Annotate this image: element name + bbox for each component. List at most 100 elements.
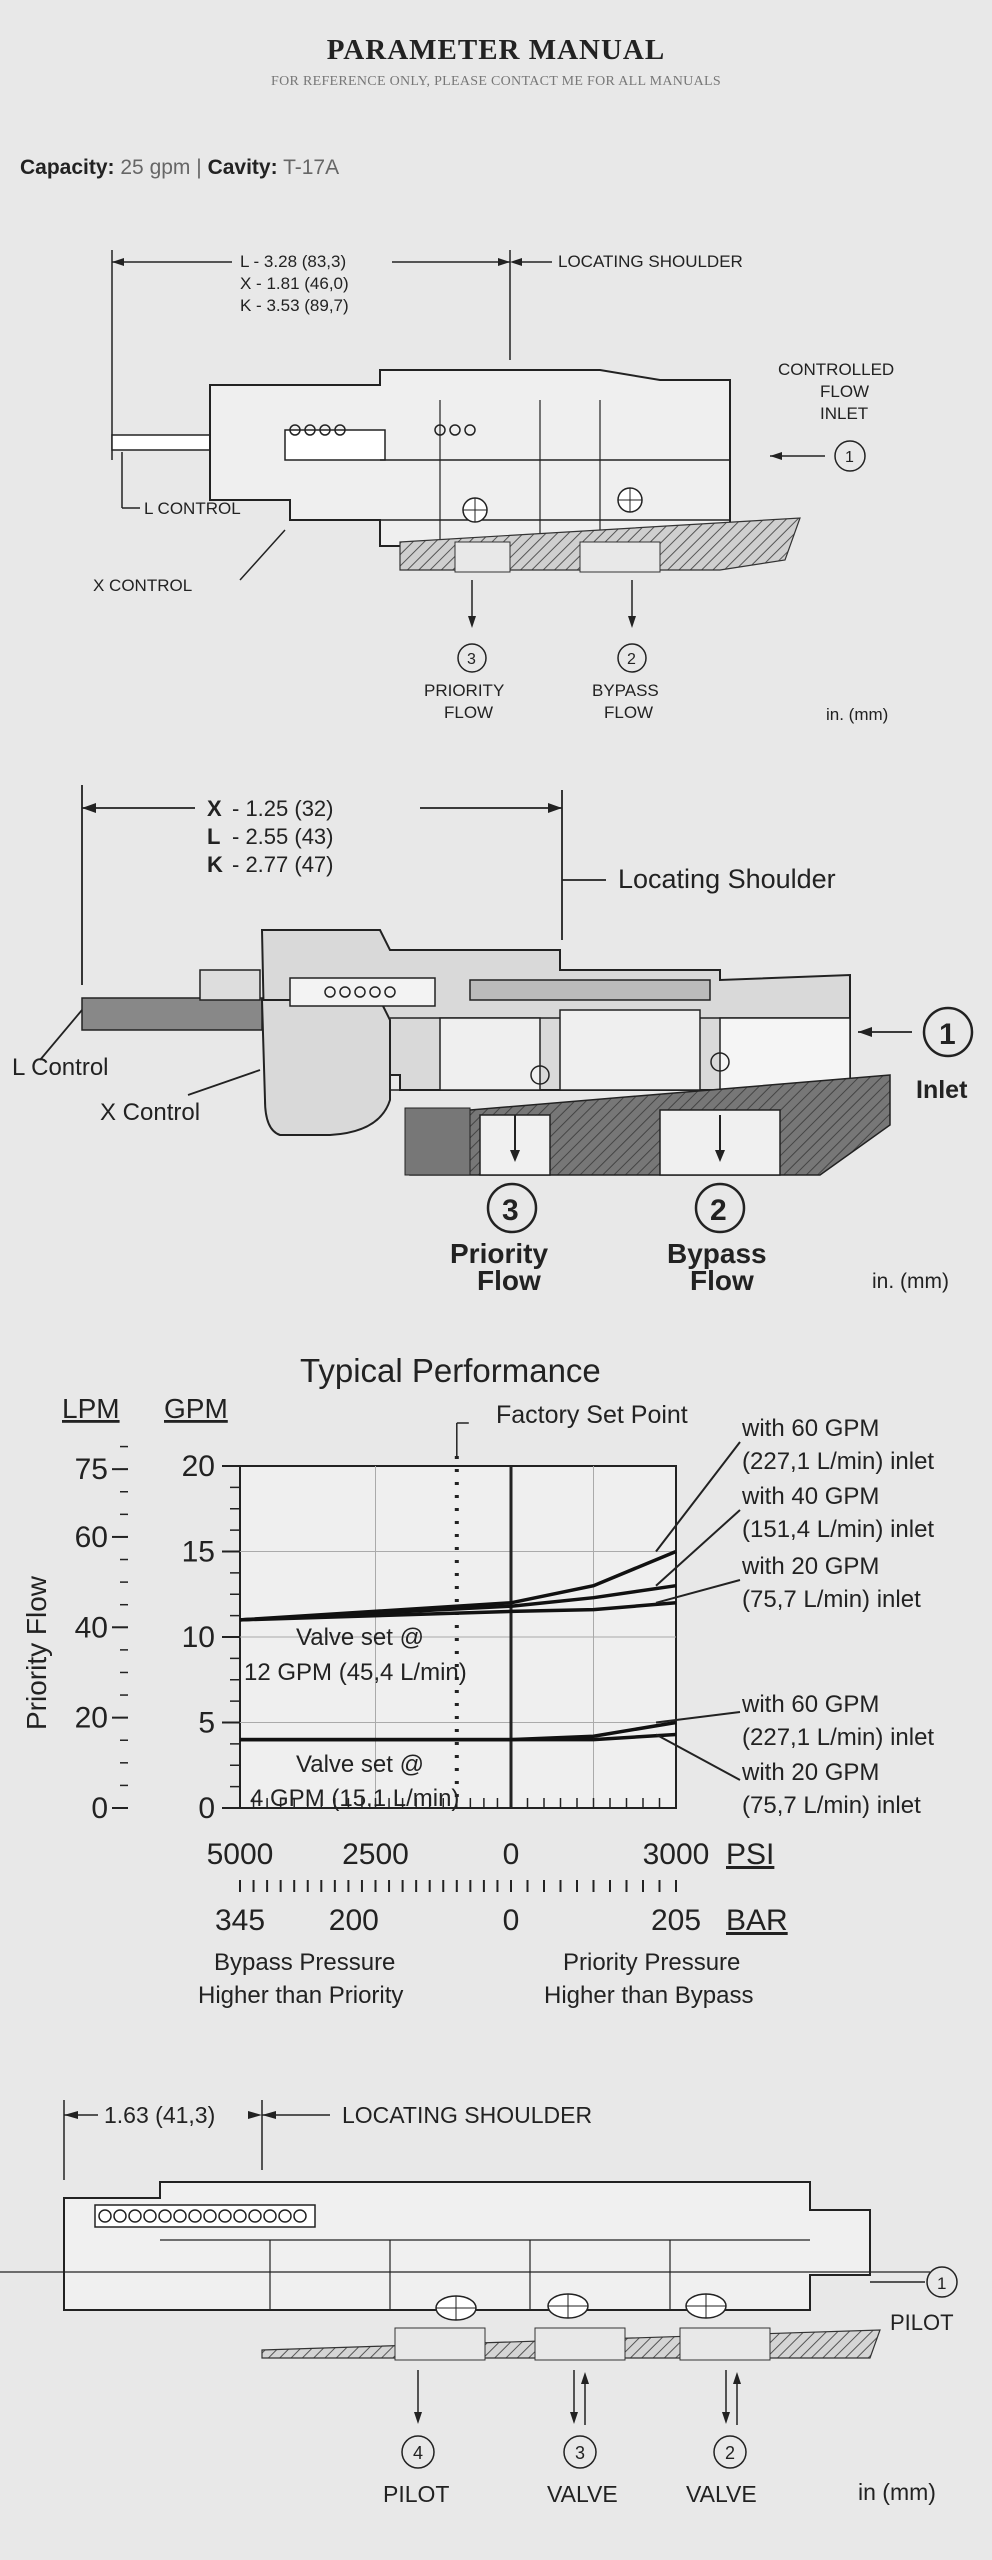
x-tick-bar: 345 [215,1904,265,1937]
dim-k-value: - 2.77 (47) [232,852,334,877]
series-line [239,1583,677,1622]
x-tick-psi: 0 [503,1838,520,1871]
port-1-label: 1 [845,449,854,466]
y-unit-gpm: GPM [164,1393,228,1424]
y-tick-lpm: 40 [75,1611,108,1644]
valve-set-12-label: Valve set @ [296,1624,424,1651]
units-label: in (mm) [858,2479,936,2505]
x-left-label-2: Higher than Priority [198,1982,403,2009]
legend-entry: (75,7 L/min) inlet [742,1586,921,1613]
dim-l-label: L - 3.28 (83,3) [240,252,346,271]
x-tick-bar: 200 [329,1904,379,1937]
y-tick-lpm: 20 [75,1702,108,1735]
legend-entry: (151,4 L/min) inlet [742,1516,934,1543]
legend-entry: (227,1 L/min) inlet [742,1448,934,1475]
y-tick-lpm: 0 [91,1792,108,1825]
controlled-flow-label-1: CONTROLLED [778,360,894,379]
y-axis-label: Priority Flow [21,1575,52,1730]
x-tick-psi: 2500 [342,1838,409,1871]
locating-shoulder-label: Locating Shoulder [618,864,836,894]
x-tick-psi: 5000 [207,1838,274,1871]
dim-x-value: - 1.25 (32) [232,796,334,821]
legend-entry: (75,7 L/min) inlet [742,1792,921,1819]
legend-entry: with 60 GPM [741,1691,879,1718]
legend-entry: with 60 GPM [741,1415,879,1442]
priority-flow-label-2: Flow [477,1265,541,1296]
dim-l-letter: L [207,824,220,849]
priority-flow-label-1: Priority [450,1238,548,1269]
x-right-label-2: Higher than Bypass [544,1982,753,2009]
locating-shoulder-label: LOCATING SHOULDER [342,2102,592,2128]
y-unit-lpm: LPM [62,1393,120,1424]
port-3-label: 3 [502,1194,519,1227]
port-2-label: 2 [710,1194,727,1227]
valve-cross-section-2: X - 1.25 (32) L - 2.55 (43) K - 2.77 (47… [12,785,974,1296]
legend-entry: with 40 GPM [741,1483,879,1510]
y-tick-lpm: 60 [75,1521,108,1554]
valve-set-12-label: 12 GPM (45,4 L/min) [244,1659,467,1686]
legend-leader [655,1711,741,1724]
x-unit-psi: PSI [726,1838,774,1871]
legend-entry: (227,1 L/min) inlet [742,1724,934,1751]
priority-flow-label-2: FLOW [444,703,493,722]
cavity-value: T-17A [283,156,340,179]
controlled-flow-label-3: INLET [820,404,868,423]
dim-x-letter: X [207,796,222,821]
spec-line: Capacity: 25 gpm | Cavity: T-17A [20,156,339,180]
capacity-value: 25 gpm [120,156,191,179]
port-1-label: 1 [939,1018,956,1051]
spec-separator: | [196,156,202,179]
chart-title: Typical Performance [300,1352,601,1389]
pilot-right-label: PILOT [890,2310,954,2335]
y-tick-gpm: 20 [182,1450,215,1483]
bypass-flow-label-2: FLOW [604,703,653,722]
x-tick-bar: 0 [503,1904,520,1937]
x-right-label-1: Priority Pressure [563,1949,740,1976]
y-tick-lpm: 75 [75,1453,108,1486]
pilot-label: PILOT [383,2481,449,2507]
priority-flow-label-1: PRIORITY [424,681,504,700]
units-label: in. (mm) [826,705,888,724]
valve-2-label: VALVE [686,2481,757,2507]
x-tick-psi: 3000 [643,1838,710,1871]
legend-leader [655,1441,741,1553]
dim-label: 1.63 (41,3) [104,2102,215,2128]
port-2-label: 2 [725,2443,735,2463]
dim-k-label: K - 3.53 (89,7) [240,296,349,315]
bypass-flow-label-1: Bypass [667,1238,767,1269]
page-title: PARAMETER MANUAL [326,34,666,66]
bypass-flow-label-2: Flow [690,1265,754,1296]
valve-cross-section-3: 1.63 (41,3) LOCATING SHOULDER 1 PILOT 4 … [0,2100,958,2507]
port-1-label: 1 [937,2274,946,2293]
dim-x-label: X - 1.81 (46,0) [240,274,349,293]
valve-set-4-label: Valve set @ [296,1751,424,1778]
port-4-label: 4 [413,2443,423,2463]
legend-leader [655,1733,741,1781]
locating-shoulder-label: LOCATING SHOULDER [558,252,743,271]
y-tick-gpm: 15 [182,1536,215,1569]
legend-entry: with 20 GPM [741,1553,879,1580]
x-unit-bar: BAR [726,1904,788,1937]
series-line [239,1601,677,1622]
series-line [240,1732,677,1742]
inlet-label: Inlet [916,1076,968,1104]
port-2-label: 2 [627,651,636,668]
y-tick-gpm: 5 [198,1707,215,1740]
legend-leader [655,1579,741,1604]
dim-l-value: - 2.55 (43) [232,824,334,849]
x-control-label: X Control [100,1099,200,1126]
x-left-label-1: Bypass Pressure [214,1949,395,1976]
port-3-label: 3 [575,2443,585,2463]
capacity-label: Capacity: [20,156,115,179]
factory-set-point-label: Factory Set Point [496,1401,688,1429]
legend-leader [655,1509,741,1587]
y-tick-gpm: 10 [182,1621,215,1654]
controlled-flow-label-2: FLOW [820,382,869,401]
page-subtitle: FOR REFERENCE ONLY, PLEASE CONTACT ME FO… [271,74,721,89]
x-tick-bar: 205 [651,1904,701,1937]
y-tick-gpm: 0 [198,1792,215,1825]
bypass-flow-label-1: BYPASS [592,681,659,700]
valve-cross-section-1: L - 3.28 (83,3) X - 1.81 (46,0) K - 3.53… [93,250,894,724]
dim-k-letter: K [207,852,223,877]
l-control-label: L Control [12,1054,109,1081]
